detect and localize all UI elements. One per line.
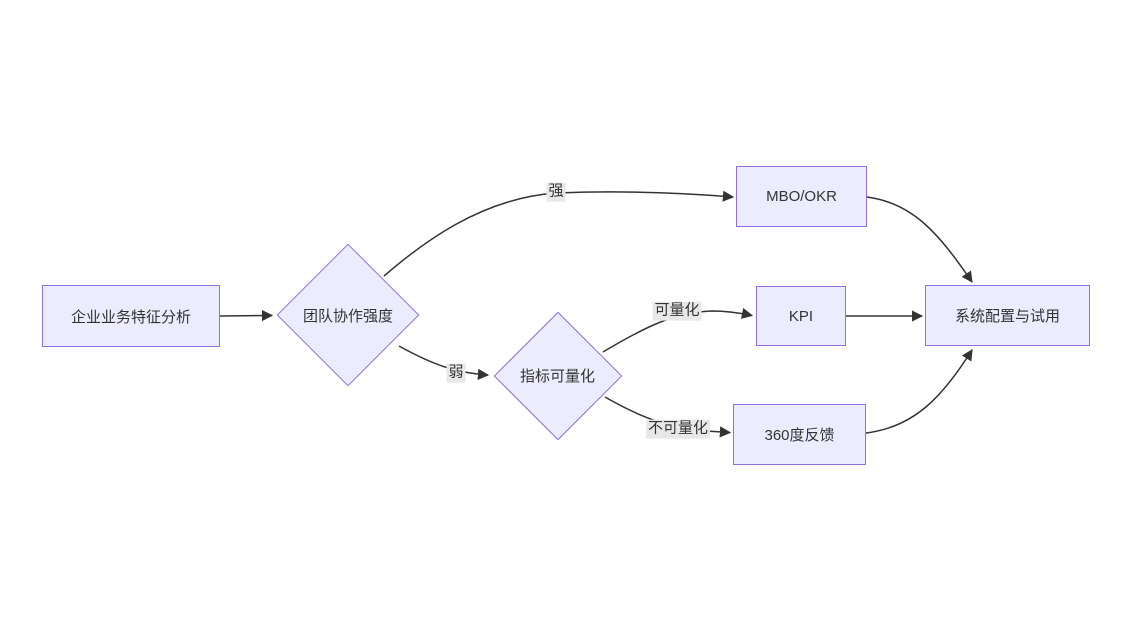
node-mbo-okr: MBO/OKR (736, 166, 867, 227)
node-kpi: KPI (756, 286, 846, 346)
edge-label-weak: 弱 (446, 363, 466, 383)
node-metric-quantifiable: 指标可量化 (493, 311, 622, 440)
edge-label-not-quantifiable: 不可量化 (645, 419, 711, 439)
edge-quantifiable-to-kpi (602, 307, 754, 353)
node-label: KPI (788, 307, 814, 325)
node-system-config-trial: 系统配置与试用 (925, 285, 1090, 346)
edge-collaboration-to-quantifiable (398, 345, 490, 380)
edge-analysis-to-collaboration (219, 309, 274, 322)
node-label: 指标可量化 (519, 368, 595, 385)
edge-collaboration-to-mbo-okr (383, 190, 735, 277)
node-label: MBO/OKR (766, 188, 837, 205)
node-label: 360度反馈 (764, 427, 835, 444)
node-360-feedback: 360度反馈 (733, 404, 866, 465)
node-team-collaboration-intensity: 团队协作强度 (276, 243, 420, 387)
edge-label-quantifiable: 可量化 (652, 301, 702, 321)
node-business-analysis: 企业业务特征分析 (42, 285, 220, 347)
edge-mbo-okr-to-system-config (866, 196, 973, 283)
edge-360-feedback-to-system-config (865, 349, 973, 434)
edge-label-strong: 强 (546, 182, 566, 202)
node-label: 团队协作强度 (302, 307, 393, 325)
node-label: 企业业务特征分析 (70, 308, 191, 326)
node-label: 系统配置与试用 (954, 308, 1060, 325)
